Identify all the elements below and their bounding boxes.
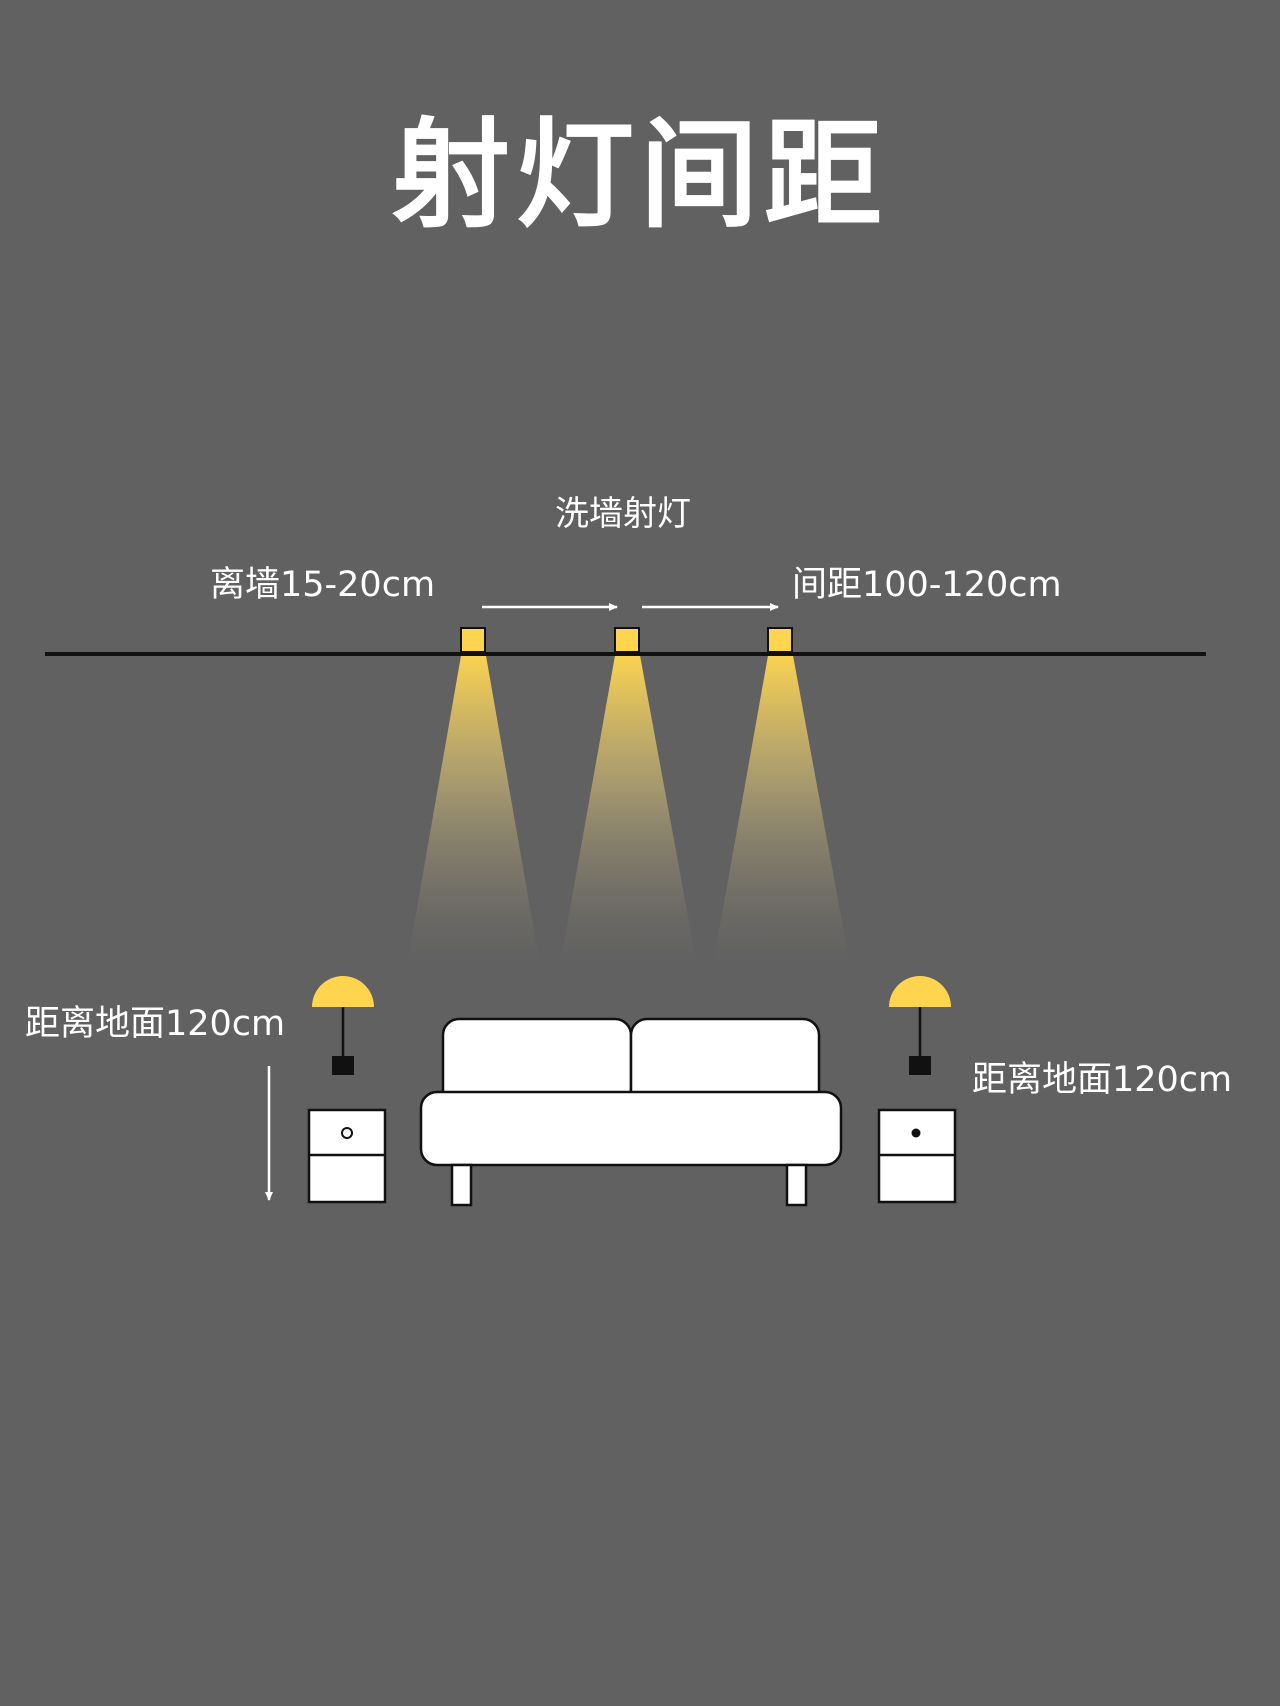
page-title: 射灯间距: [391, 106, 888, 244]
spotlight-1: [460, 627, 486, 653]
nightstand-right: [877, 1108, 957, 1204]
table-lamp-left: [312, 976, 374, 1075]
sofa: [419, 1017, 843, 1207]
spotlight-2: [614, 627, 640, 653]
light-beam-1: [407, 650, 540, 965]
nightstand-left: [307, 1108, 387, 1204]
floor-height-label-right: 距离地面120cm: [972, 1060, 1233, 1100]
light-beam-3: [713, 650, 850, 965]
table-lamp-right: [889, 976, 951, 1075]
spotlight-3: [767, 627, 793, 653]
floor-height-label-left: 距离地面120cm: [25, 1004, 286, 1044]
wall-distance-label: 离墙15-20cm: [210, 565, 436, 605]
spacing-label: 间距100-120cm: [792, 565, 1062, 605]
light-beam-2: [560, 650, 697, 965]
wall-wash-spotlight-label: 洗墙射灯: [555, 494, 691, 534]
